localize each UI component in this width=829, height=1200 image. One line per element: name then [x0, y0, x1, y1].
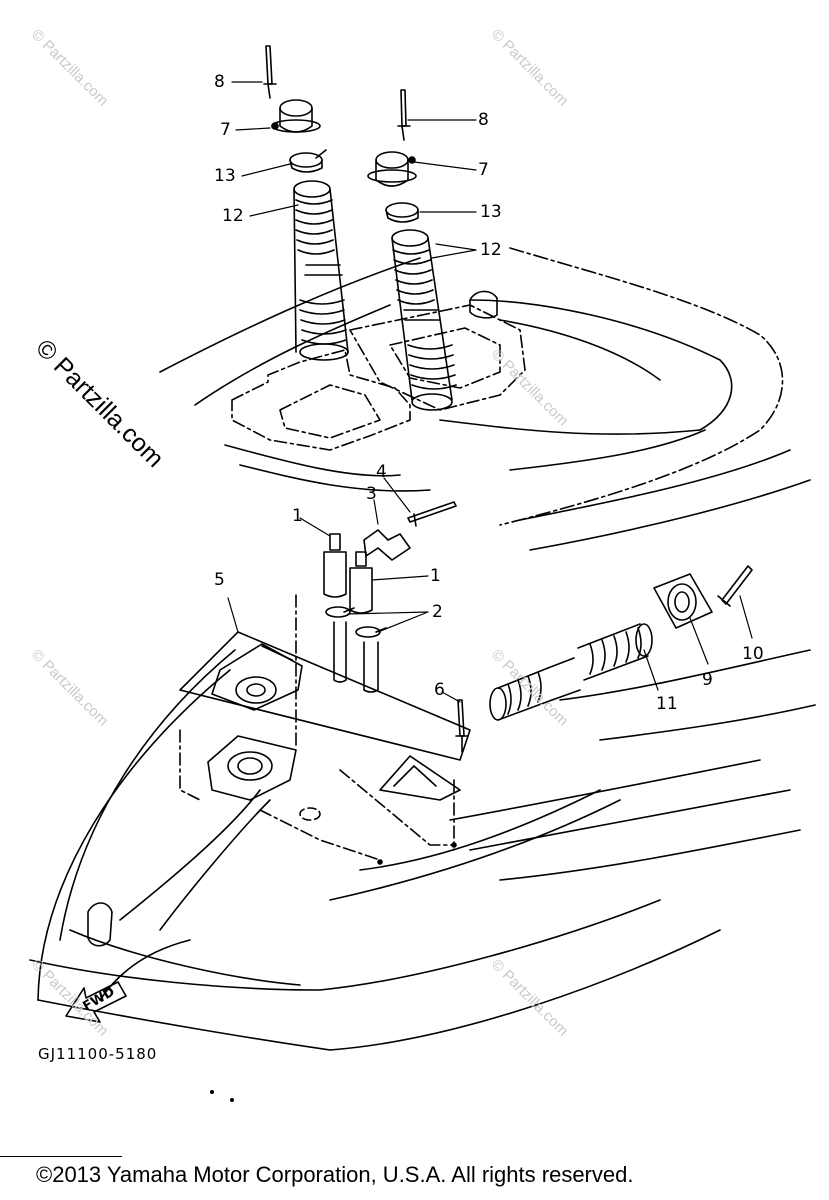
rivet-6	[455, 699, 469, 753]
callout-label: 13	[214, 166, 236, 186]
hose-11	[489, 623, 653, 721]
callout-leader-lines	[227, 81, 753, 703]
front-hull-outline	[29, 649, 816, 1051]
vent-cap-7-right	[367, 151, 417, 187]
seat-well-outline	[231, 304, 526, 451]
fwd-direction-arrow	[65, 981, 127, 1023]
vent-tube-1-right	[349, 551, 373, 614]
callout-label: 7	[478, 160, 489, 180]
rivet-4	[407, 501, 457, 527]
callout-label: 13	[480, 202, 502, 222]
rivet-10	[717, 565, 753, 607]
callout-label: 7	[220, 120, 231, 140]
callout-label: 4	[376, 462, 387, 482]
deck-plate-5	[179, 631, 471, 761]
copyright-notice: ©2013 Yamaha Motor Corporation, U.S.A. A…	[36, 1162, 634, 1187]
lower-bracket	[207, 735, 461, 865]
right-bellows-hose	[391, 229, 457, 411]
rivet-8-left	[263, 45, 277, 99]
holder-3	[363, 529, 411, 561]
stray-marks	[210, 1090, 235, 1103]
rear-vent-bump	[469, 290, 498, 319]
drawing-code: GJ11100-5180	[38, 1045, 158, 1063]
front-deck-dashed	[179, 594, 455, 861]
callout-label: 8	[478, 110, 489, 130]
clamp-13-right	[385, 202, 419, 223]
upper-hull-outline	[159, 247, 811, 551]
clamp-2-right	[355, 626, 387, 638]
callout-label: 8	[214, 72, 225, 92]
vent-tube-1-left	[323, 533, 347, 598]
callout-label: 10	[742, 644, 764, 664]
clamp-2-left	[325, 606, 355, 618]
callout-label: 1	[292, 506, 303, 526]
hose-stubs	[333, 621, 379, 693]
callout-label: 12	[480, 240, 502, 260]
callout-label: 12	[222, 206, 244, 226]
flange-9	[653, 573, 713, 629]
callout-label: 5	[214, 570, 225, 590]
vent-cap-7-left	[271, 99, 321, 133]
rivet-8-right	[397, 89, 411, 141]
callout-label: 3	[366, 484, 377, 504]
callout-label: 2	[432, 602, 443, 622]
callout-label: 1	[430, 566, 441, 586]
callout-label: 6	[434, 680, 445, 700]
clamp-13-left	[289, 149, 327, 173]
footer-rule	[0, 1156, 122, 1157]
callout-label: 11	[656, 694, 678, 714]
callout-label: 9	[702, 670, 713, 690]
left-bellows-hose	[293, 180, 349, 361]
